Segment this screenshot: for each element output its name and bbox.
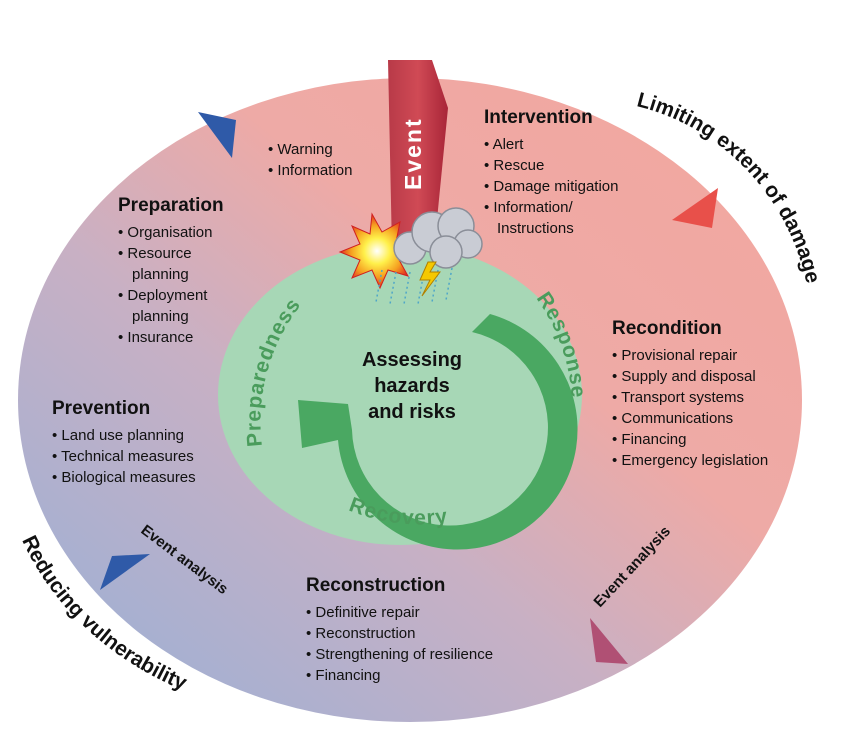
event-band (388, 60, 448, 250)
svg-text:• Rescue: • Rescue (484, 157, 544, 174)
svg-text:• Supply and disposal: • Supply and disposal (612, 368, 756, 385)
svg-text:• Emergency legislation: • Emergency legislation (612, 452, 768, 469)
blue-marker-bottom (100, 554, 150, 590)
svg-text:• Transport systems: • Transport systems (612, 389, 744, 406)
reconstruction-title: Reconstruction (306, 575, 445, 596)
center-title: Assessing hazards and risks (362, 349, 462, 423)
svg-text:• Financing: • Financing (612, 431, 686, 448)
svg-text:• Information/: • Information/ (484, 199, 573, 216)
svg-text:• Damage mitigation: • Damage mitigation (484, 178, 618, 195)
recondition-block: Recondition • Provisional repair • Suppl… (612, 318, 768, 469)
svg-text:• Insurance: • Insurance (118, 329, 193, 346)
intervention-block: Intervention • Alert • Rescue • Damage m… (484, 107, 618, 237)
blue-marker-top (198, 112, 236, 158)
svg-text:• Deployment: • Deployment (118, 287, 208, 304)
storm-cloud-icon (375, 207, 483, 305)
svg-text:• Resource: • Resource (118, 245, 192, 262)
cycle-arrow-body (298, 314, 578, 550)
svg-text:planning: planning (132, 308, 189, 325)
warning-list: • Warning • Information (268, 141, 352, 179)
svg-text:• Technical measures: • Technical measures (52, 448, 194, 465)
svg-text:• Biological measures: • Biological measures (52, 469, 196, 486)
svg-text:• Provisional repair: • Provisional repair (612, 347, 737, 364)
svg-text:• Communications: • Communications (612, 410, 733, 427)
svg-text:Assessing: Assessing (362, 349, 462, 371)
recondition-title: Recondition (612, 318, 722, 339)
svg-text:• Definitive repair: • Definitive repair (306, 604, 420, 621)
prevention-title: Prevention (52, 398, 150, 419)
svg-text:• Information: • Information (268, 162, 352, 179)
reconstruction-block: Reconstruction • Definitive repair • Rec… (306, 575, 493, 684)
svg-text:• Alert: • Alert (484, 136, 524, 153)
event-label: Event (400, 117, 426, 190)
svg-text:• Warning: • Warning (268, 141, 333, 158)
preparation-block: Preparation • Organisation • Resource pl… (118, 195, 224, 346)
svg-text:• Strengthening of resilience: • Strengthening of resilience (306, 646, 493, 663)
preparation-title: Preparation (118, 195, 224, 216)
svg-text:planning: planning (132, 266, 189, 283)
svg-text:• Organisation: • Organisation (118, 224, 212, 241)
svg-text:hazards: hazards (374, 375, 450, 397)
svg-text:• Reconstruction: • Reconstruction (306, 625, 415, 642)
mauve-marker-bottom (590, 618, 628, 664)
svg-text:Instructions: Instructions (497, 220, 574, 237)
explosion-icon (338, 212, 416, 290)
svg-text:• Land use planning: • Land use planning (52, 427, 184, 444)
svg-text:• Financing: • Financing (306, 667, 380, 684)
intervention-title: Intervention (484, 107, 593, 128)
svg-text:and risks: and risks (368, 401, 456, 423)
red-marker-right (672, 188, 718, 228)
prevention-block: Prevention • Land use planning • Technic… (52, 398, 196, 486)
